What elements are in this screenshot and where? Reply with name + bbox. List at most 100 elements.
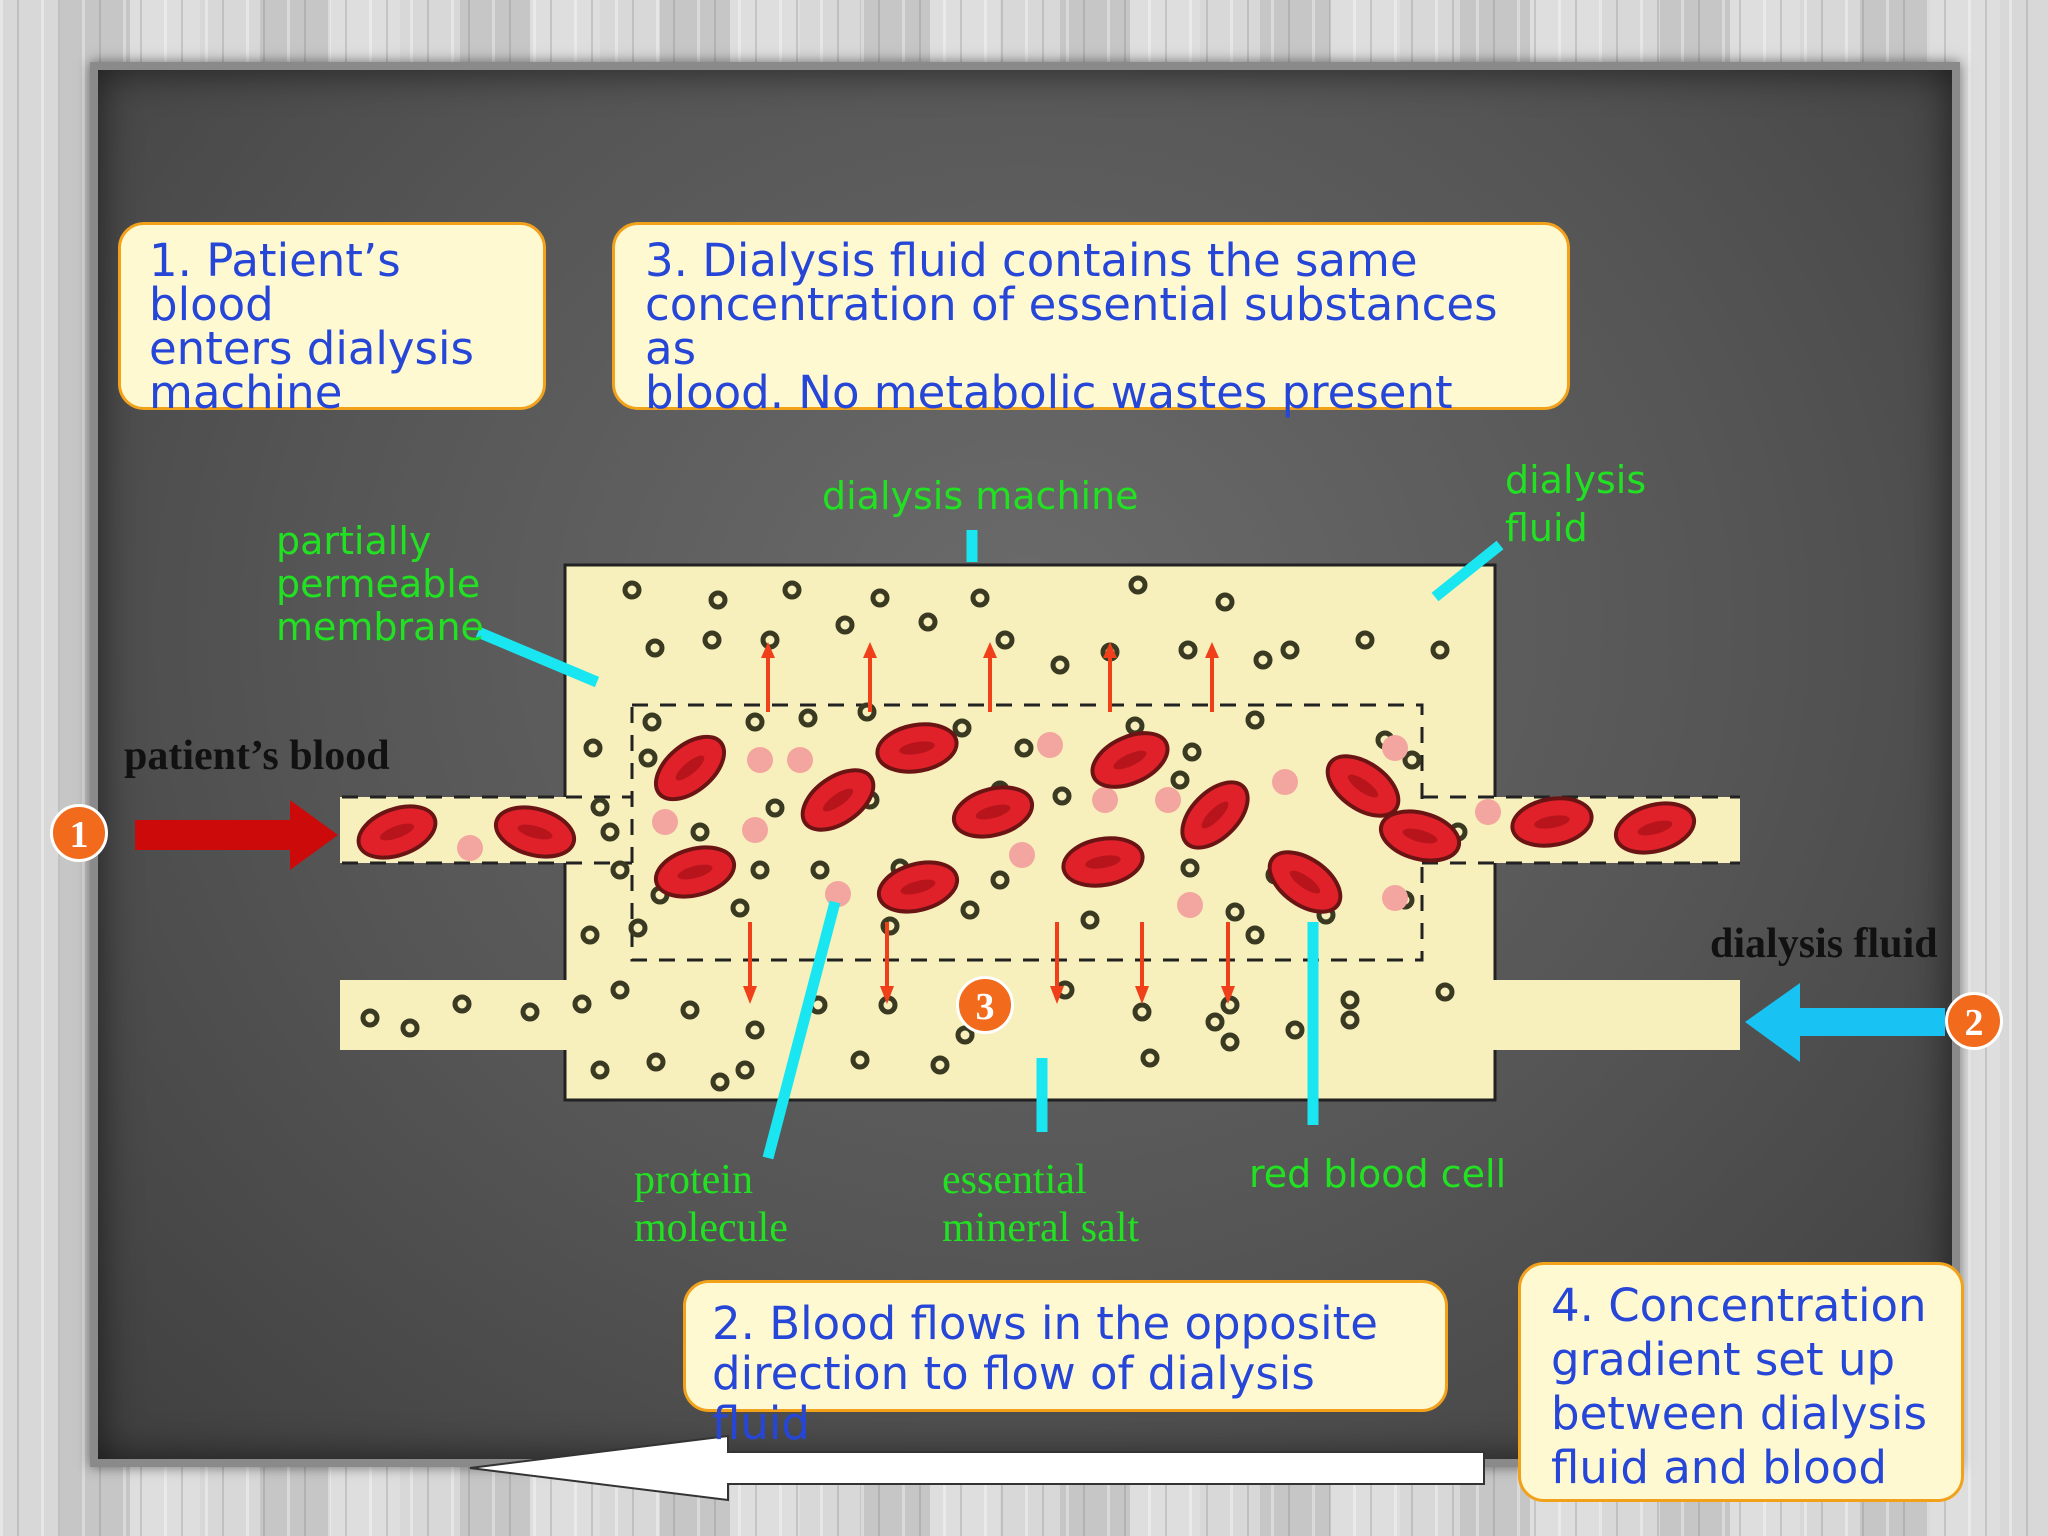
mineral-salt-particle <box>1140 1048 1160 1068</box>
protein-molecule <box>787 747 813 773</box>
diffusion-arrow-up-head <box>983 642 997 658</box>
label-patients-blood: patient’s blood <box>124 733 390 779</box>
red-blood-cell-dimple <box>1402 828 1438 844</box>
red-blood-cell <box>800 768 876 832</box>
protein-molecule <box>652 809 678 835</box>
red-blood-cell <box>1613 801 1697 855</box>
mineral-salt-particle <box>970 588 990 608</box>
mineral-salt-particle <box>1340 990 1360 1010</box>
marker-1: 1 <box>50 804 108 862</box>
mineral-salt-particle <box>520 1002 540 1022</box>
label-dialysis-fluid-top: dialysis fluid <box>1505 458 1647 550</box>
mineral-salt-particle <box>1180 858 1200 878</box>
mineral-salt-particle <box>930 1055 950 1075</box>
diffusion-arrow-up-head <box>761 642 775 658</box>
mineral-salt-particle <box>745 712 765 732</box>
mineral-salt-particle <box>622 580 642 600</box>
mineral-salt-particle <box>1253 650 1273 670</box>
diffusion-arrow-down-head <box>880 986 894 1004</box>
mineral-salt-particle <box>1402 750 1422 770</box>
mineral-salt-particle <box>1132 1002 1152 1022</box>
mineral-salt-particle <box>1128 575 1148 595</box>
mineral-salt-particle <box>360 1008 380 1028</box>
mineral-salt-particle <box>610 980 630 1000</box>
note-4-gradient: 4. Concentration gradient set up between… <box>1518 1262 1964 1502</box>
mineral-salt-particle <box>1052 786 1072 806</box>
diffusion-arrow-down-head <box>1135 986 1149 1004</box>
mineral-salt-particle <box>870 588 890 608</box>
note-2-counterflow: 2. Blood flows in the opposite direction… <box>683 1280 1448 1449</box>
note-3-dialysis-fluid: 3. Dialysis fluid contains the same conc… <box>612 222 1570 415</box>
mineral-salt-particle <box>1245 925 1265 945</box>
mineral-salt-particle <box>1245 710 1265 730</box>
red-blood-cell-dimple <box>900 879 936 895</box>
diffusion-arrow-up-head <box>1103 642 1117 658</box>
diffusion-arrow-up-head <box>1205 642 1219 658</box>
mineral-salt-particle <box>638 748 658 768</box>
mineral-salt-particle <box>646 1052 666 1072</box>
pointer-protein <box>762 900 841 1160</box>
mineral-salt-particle <box>880 916 900 936</box>
protein-molecule <box>747 747 773 773</box>
red-blood-cell <box>1267 850 1343 914</box>
red-blood-cell-dimple <box>677 864 713 880</box>
protein-molecule <box>457 835 483 861</box>
protein-molecule <box>1009 842 1035 868</box>
pointer-membrane <box>475 626 600 688</box>
mineral-salt-particle <box>1430 640 1450 660</box>
label-protein: protein molecule <box>634 1157 788 1251</box>
mineral-salt-particle <box>952 718 972 738</box>
red-blood-cell-dimple <box>675 755 705 781</box>
mineral-salt-particle <box>955 1025 975 1045</box>
note-1-patient-blood: 1. Patient’s blood enters dialysis machi… <box>118 222 546 415</box>
mineral-salt-particle <box>583 738 603 758</box>
pointer-dialysis-fluid <box>1431 540 1504 602</box>
mineral-salt-particle <box>745 1020 765 1040</box>
mineral-salt-particle <box>1225 902 1245 922</box>
red-blood-cell-dimple <box>517 824 553 840</box>
note-4-text: 4. Concentration gradient set up between… <box>1551 1279 1928 1494</box>
red-blood-cell-dimple <box>1637 820 1673 836</box>
mineral-salt-particle <box>590 797 610 817</box>
mineral-salt-particle <box>628 918 648 938</box>
mineral-salt-particle <box>702 630 722 650</box>
red-blood-cell-dimple <box>1347 774 1379 798</box>
red-blood-cell <box>1061 836 1145 888</box>
mineral-salt-particle <box>1220 1032 1240 1052</box>
counterflow-arrow <box>469 1434 1485 1502</box>
red-blood-cell <box>1180 780 1250 850</box>
mineral-salt-particle <box>580 925 600 945</box>
red-blood-cell-dimple <box>1289 870 1321 894</box>
mineral-salt-particle <box>990 870 1010 890</box>
red-blood-cell <box>1325 754 1401 818</box>
mineral-salt-particle <box>690 822 710 842</box>
protein-molecule <box>1475 799 1501 825</box>
red-blood-cell <box>653 845 737 899</box>
mineral-salt-particle <box>835 615 855 635</box>
protein-molecule <box>1155 787 1181 813</box>
red-blood-cell <box>1378 809 1462 863</box>
label-dialysis-machine: dialysis machine <box>822 474 1139 518</box>
red-blood-cell <box>1510 796 1594 848</box>
label-dialysis-fluid-right: dialysis fluid <box>1710 921 1938 967</box>
red-blood-cell-dimple <box>975 804 1011 820</box>
red-blood-cell-dimple <box>1085 855 1121 869</box>
red-blood-cell <box>1090 731 1170 789</box>
protein-molecule <box>1092 787 1118 813</box>
mineral-salt-particle <box>750 860 770 880</box>
red-blood-cell-dimple <box>899 741 935 755</box>
mineral-salt-particle <box>1435 982 1455 1002</box>
mineral-salt-particle <box>1050 655 1070 675</box>
mineral-salt-particle <box>1205 1012 1225 1032</box>
mineral-salt-particle <box>960 900 980 920</box>
mineral-salt-particle <box>1280 640 1300 660</box>
red-cells-layer <box>356 722 1697 914</box>
mineral-salt-particle <box>1170 770 1190 790</box>
label-red-blood-cell: red blood cell <box>1249 1152 1507 1196</box>
label-membrane: partially permeable membrane <box>276 519 484 649</box>
red-blood-cell <box>356 804 438 860</box>
mineral-salt-particle <box>1355 630 1375 650</box>
red-blood-cell <box>653 734 727 802</box>
mineral-salt-particle <box>798 708 818 728</box>
red-blood-cell-dimple <box>379 823 415 841</box>
